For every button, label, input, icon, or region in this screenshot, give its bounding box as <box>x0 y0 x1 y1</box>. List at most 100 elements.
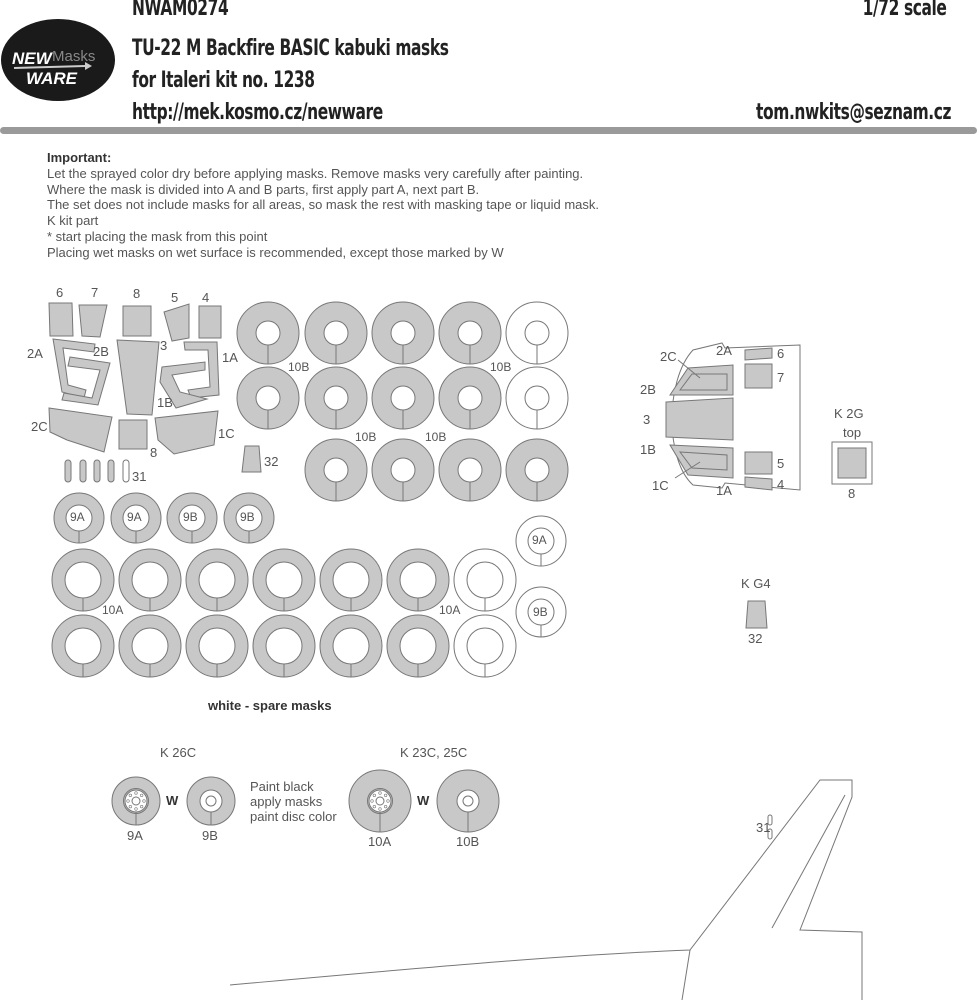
part-label: 7 <box>777 370 785 385</box>
part-label: 10B <box>425 430 447 444</box>
part-label: 32 <box>748 631 763 646</box>
wheel-mask <box>386 548 450 612</box>
wheel-hub <box>436 769 500 833</box>
part-label: 1A <box>716 483 732 498</box>
part-label: 10B <box>355 430 377 444</box>
part-label: 3 <box>160 338 168 353</box>
paint-step: paint disc color <box>250 809 337 824</box>
part-label: 9B <box>240 510 255 524</box>
mask-2C <box>48 407 113 453</box>
part-label: 9A <box>127 828 143 843</box>
part-label: K 26C <box>160 745 197 760</box>
part-label: 9B <box>183 510 198 524</box>
wheel-mask <box>371 366 435 430</box>
part-label: 9A <box>127 510 142 524</box>
wheel-mask <box>453 548 517 612</box>
instructions: Important: Let the sprayed color dry bef… <box>47 150 599 261</box>
part-label: 2C <box>660 349 677 364</box>
wheel-mask <box>223 492 275 544</box>
wheel-hub <box>111 776 161 826</box>
note-line: K kit part <box>47 213 99 229</box>
wheel-mask <box>371 301 435 365</box>
wheel-mask <box>185 548 249 612</box>
mask-8 <box>122 305 152 337</box>
canopy-masks <box>48 302 262 483</box>
wheel-mask <box>438 301 502 365</box>
wheel-mask <box>252 614 316 678</box>
part-label: 2C <box>31 419 48 434</box>
part-label: 10B <box>288 360 310 374</box>
part-label: 7 <box>91 285 99 300</box>
paint-instructions: Paint black apply masks paint disc color <box>250 779 337 824</box>
wheel-mask <box>386 614 450 678</box>
note-line: Placing wet masks on wet surface is reco… <box>47 244 504 260</box>
website-link[interactable]: http://mek.kosmo.cz/newware <box>132 100 383 125</box>
wheel-mask <box>505 301 569 365</box>
email-link[interactable]: tom.nwkits@seznam.cz <box>755 100 951 125</box>
wheel-mask <box>51 614 115 678</box>
spare-masks-note: white - spare masks <box>208 698 332 713</box>
wheel-mask <box>515 515 567 567</box>
wheel-mask <box>319 548 383 612</box>
wheel-mask <box>252 548 316 612</box>
scale: 1/72 scale <box>863 0 947 21</box>
wheel-mask <box>515 586 567 638</box>
wheel-mask <box>110 492 162 544</box>
wheel-mask <box>438 438 502 502</box>
part-label: 9A <box>70 510 85 524</box>
mask-8b <box>118 419 148 450</box>
mask-7 <box>78 304 108 338</box>
wheel-hub <box>186 776 236 826</box>
wheel-mask <box>319 614 383 678</box>
wheel-mask <box>53 492 105 544</box>
wheel-mask <box>185 614 249 678</box>
wheel-masks <box>51 301 569 678</box>
part-label: 1B <box>640 442 656 457</box>
part-label: W <box>166 793 179 808</box>
subtitle: for Italeri kit no. 1238 <box>132 68 315 93</box>
paint-step: Paint black <box>250 779 314 794</box>
wheel-mask <box>166 492 218 544</box>
divider <box>0 127 977 134</box>
wheel-mask <box>236 301 300 365</box>
svg-text:WARE: WARE <box>26 69 78 88</box>
svg-text:Masks: Masks <box>52 48 95 65</box>
wheel-mask <box>236 366 300 430</box>
part-label: 8 <box>133 286 141 301</box>
wheel-mask <box>118 614 182 678</box>
part-label: K 2G <box>834 406 864 421</box>
canopy-placement <box>665 342 873 629</box>
wheel-mask <box>453 614 517 678</box>
wheel-mask <box>51 548 115 612</box>
part-label: 10A <box>368 834 392 849</box>
tail-fin <box>229 779 863 1000</box>
part-label: 2B <box>640 382 656 397</box>
part-label: 9B <box>202 828 218 843</box>
part-label: 1C <box>652 478 669 493</box>
part-label: 2A <box>27 346 43 361</box>
mask-2B <box>61 356 111 406</box>
part-label: W <box>417 793 430 808</box>
mask-4 <box>198 305 222 339</box>
part-label: 4 <box>777 477 785 492</box>
part-label: 5 <box>777 456 785 471</box>
part-label: 9B <box>533 605 548 619</box>
note-line: Let the sprayed color dry before applyin… <box>47 165 584 181</box>
wheel-hub-masks <box>111 769 500 833</box>
wheel-mask <box>505 366 569 430</box>
mask-1A <box>183 341 220 399</box>
part-label: 2B <box>93 344 109 359</box>
mask-3 <box>116 339 160 416</box>
part-label: 10A <box>102 603 124 617</box>
wheel-mask <box>505 438 569 502</box>
note-line: Where the mask is divided into A and B p… <box>47 181 480 197</box>
wheel-mask <box>371 438 435 502</box>
wheel-hub <box>348 769 412 833</box>
part-label: 1C <box>218 426 235 441</box>
part-label: 6 <box>56 285 64 300</box>
wheel-mask <box>438 366 502 430</box>
part-label: 8 <box>848 486 856 501</box>
part-label: K G4 <box>741 576 771 591</box>
